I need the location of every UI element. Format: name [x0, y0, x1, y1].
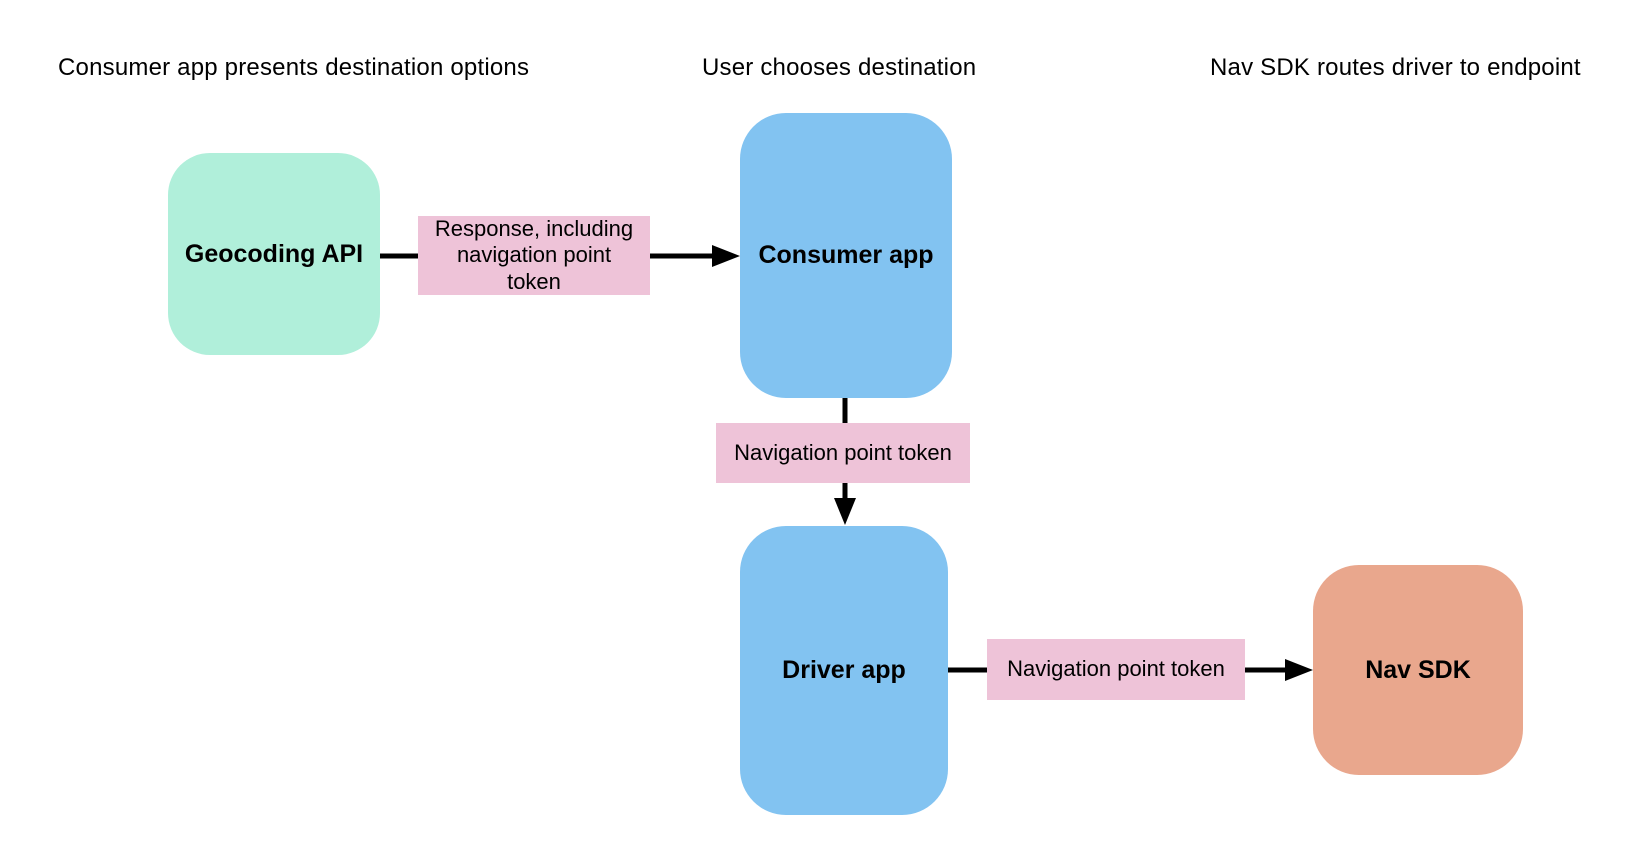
edge-label-text: Navigation point token [1007, 656, 1225, 682]
stage-heading-user-chooses: User chooses destination [702, 54, 977, 81]
node-driver-app: Driver app [740, 526, 948, 815]
edge-label-response-including-token: Response, including navigation point tok… [418, 216, 650, 295]
edge-label-navigation-point-token-horizontal: Navigation point token [987, 639, 1245, 700]
node-label: Consumer app [758, 241, 934, 269]
stage-heading-consumer-presents: Consumer app presents destination option… [58, 54, 530, 81]
node-label: Driver app [782, 656, 906, 684]
edge-label-text: Navigation point token [734, 439, 952, 465]
node-label: Nav SDK [1365, 655, 1471, 684]
node-consumer-app: Consumer app [740, 113, 952, 398]
edge-label-text: Response, including navigation point tok… [434, 215, 634, 294]
stage-heading-nav-sdk-routes: Nav SDK routes driver to endpoint [1210, 54, 1581, 81]
node-label: Geocoding API [184, 239, 364, 268]
node-geocoding-api: Geocoding API [168, 153, 380, 355]
edge-label-navigation-point-token-vertical: Navigation point token [716, 423, 970, 483]
node-nav-sdk: Nav SDK [1313, 565, 1523, 775]
